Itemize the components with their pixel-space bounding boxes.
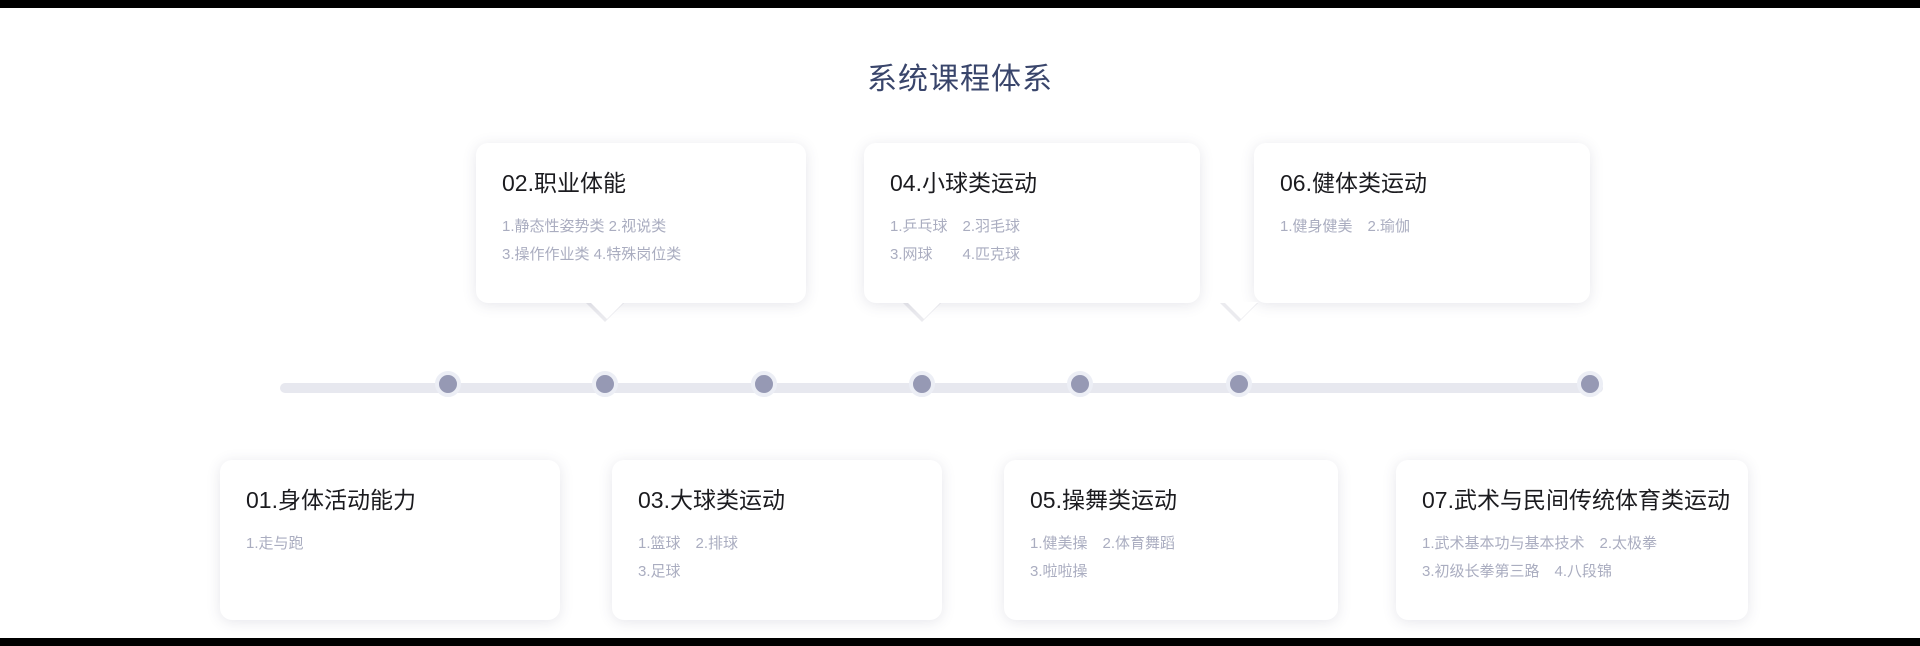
course-card-title: 02.职业体能 bbox=[502, 170, 626, 196]
timeline-dot-5[interactable] bbox=[1067, 371, 1094, 397]
course-card-04[interactable]: 04.小球类运动 1.乒乓球 2.羽毛球 3.网球 4.匹克球 bbox=[864, 143, 1200, 322]
timeline-dot-6[interactable] bbox=[1226, 371, 1253, 397]
course-card-05[interactable]: 05.操舞类运动 1.健美操 2.体育舞蹈 3.啦啦操 bbox=[1004, 460, 1338, 620]
letterbox-top bbox=[0, 0, 1920, 8]
course-card-line: 1.健美操 2.体育舞蹈 bbox=[1030, 534, 1176, 552]
timeline-dot-2[interactable] bbox=[592, 371, 619, 397]
course-card-line: 1.篮球 2.排球 bbox=[638, 534, 739, 552]
course-card-title: 06.健体类运动 bbox=[1280, 170, 1427, 196]
timeline-dot-4[interactable] bbox=[908, 371, 935, 397]
course-card-line: 3.足球 bbox=[638, 563, 681, 581]
card-tail bbox=[590, 302, 625, 319]
course-card-07[interactable]: 07.武术与民间传统体育类运动 1.武术基本功与基本技术 2.太极拳 3.初级长… bbox=[1396, 460, 1748, 620]
timeline-dot-1[interactable] bbox=[435, 371, 462, 397]
timeline-dot-7[interactable] bbox=[1576, 371, 1603, 397]
course-card-line: 1.走与跑 bbox=[246, 534, 304, 552]
course-card-line: 1.乒乓球 2.羽毛球 bbox=[890, 217, 1021, 235]
course-card-title: 05.操舞类运动 bbox=[1030, 487, 1177, 513]
course-card-line: 1.静态性姿势类 2.视说类 bbox=[502, 217, 667, 235]
course-card-line: 3.操作作业类 4.特殊岗位类 bbox=[502, 246, 682, 264]
timeline-dot-3[interactable] bbox=[751, 371, 778, 397]
course-card-line: 3.啦啦操 bbox=[1030, 563, 1088, 581]
card-tail bbox=[906, 302, 941, 319]
course-card-03[interactable]: 03.大球类运动 1.篮球 2.排球 3.足球 bbox=[612, 460, 942, 620]
course-card-title: 03.大球类运动 bbox=[638, 487, 785, 513]
card-tail bbox=[1224, 302, 1259, 319]
page-title: 系统课程体系 bbox=[867, 63, 1053, 96]
course-card-title: 07.武术与民间传统体育类运动 bbox=[1422, 487, 1730, 513]
timeline-rail bbox=[280, 383, 1603, 393]
course-card-06[interactable]: 06.健体类运动 1.健身健美 2.瑜伽 bbox=[1220, 143, 1590, 322]
course-card-line: 3.初级长拳第三路 4.八段锦 bbox=[1422, 563, 1613, 581]
course-card-line: 1.武术基本功与基本技术 2.太极拳 bbox=[1422, 534, 1658, 552]
slide-stage: 系统课程体系 02.职业体能 1.静态性姿势类 2.视说类 3.操作作业类 4.… bbox=[0, 8, 1920, 638]
course-timeline bbox=[280, 371, 1603, 397]
course-card-title: 01.身体活动能力 bbox=[246, 487, 416, 513]
course-card-01[interactable]: 01.身体活动能力 1.走与跑 bbox=[220, 460, 560, 620]
course-card-line: 1.健身健美 2.瑜伽 bbox=[1280, 217, 1411, 235]
course-card-02[interactable]: 02.职业体能 1.静态性姿势类 2.视说类 3.操作作业类 4.特殊岗位类 bbox=[476, 143, 806, 322]
course-card-title: 04.小球类运动 bbox=[890, 170, 1037, 196]
course-card-line: 3.网球 4.匹克球 bbox=[890, 246, 1021, 264]
letterbox-bottom bbox=[0, 638, 1920, 646]
